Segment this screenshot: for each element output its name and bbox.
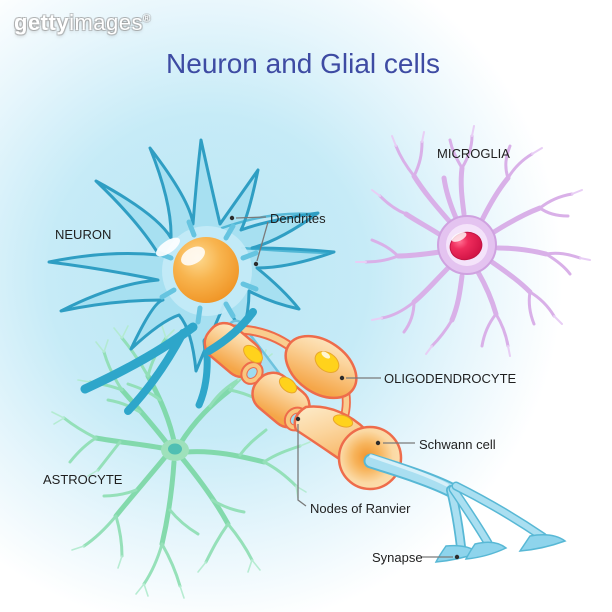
gettyimages-watermark: gettyimages® (14, 10, 151, 36)
node-cap-1 (240, 361, 264, 385)
label-schwann-cell: Schwann cell (419, 437, 496, 452)
synapse-terminals (434, 534, 567, 563)
label-microglia: MICROGLIA (437, 146, 510, 161)
leader-dots (229, 215, 460, 560)
watermark-brand-bold: getty (14, 10, 70, 35)
label-synapse: Synapse (372, 550, 423, 565)
watermark-brand-light: images (69, 10, 143, 35)
myelin-nucleus-1 (243, 344, 263, 364)
nodes-leader (297, 424, 307, 507)
axon-terminal (363, 453, 567, 563)
page-title: Neuron and Glial cells (166, 48, 440, 79)
label-astrocyte: ASTROCYTE (43, 472, 123, 487)
microglia-nucleus-highlight (451, 232, 467, 242)
microglia-cell (355, 125, 591, 357)
label-dendrites: Dendrites (270, 211, 326, 226)
myelin-nucleus-3 (332, 414, 354, 428)
overlapping-dendrite (205, 308, 257, 355)
dendrites-leader-1 (235, 216, 267, 219)
neuron-cell (47, 138, 336, 415)
soma-highlight (156, 237, 180, 257)
label-nodes-of-ranvier: Nodes of Ranvier (310, 501, 411, 516)
label-neuron: NEURON (55, 227, 111, 242)
dendrites-leader-2 (256, 221, 269, 262)
registered-mark: ® (142, 13, 151, 25)
leader-lines (235, 216, 453, 558)
label-oligodendrocyte: OLIGODENDROCYTE (384, 371, 517, 386)
myelin-nucleus-2 (278, 376, 298, 394)
neuron-nucleus (173, 237, 239, 303)
oligodendrocyte-nucleus (314, 351, 340, 373)
nucleus-highlight (181, 246, 205, 266)
astrocyte-nucleus (168, 443, 182, 455)
